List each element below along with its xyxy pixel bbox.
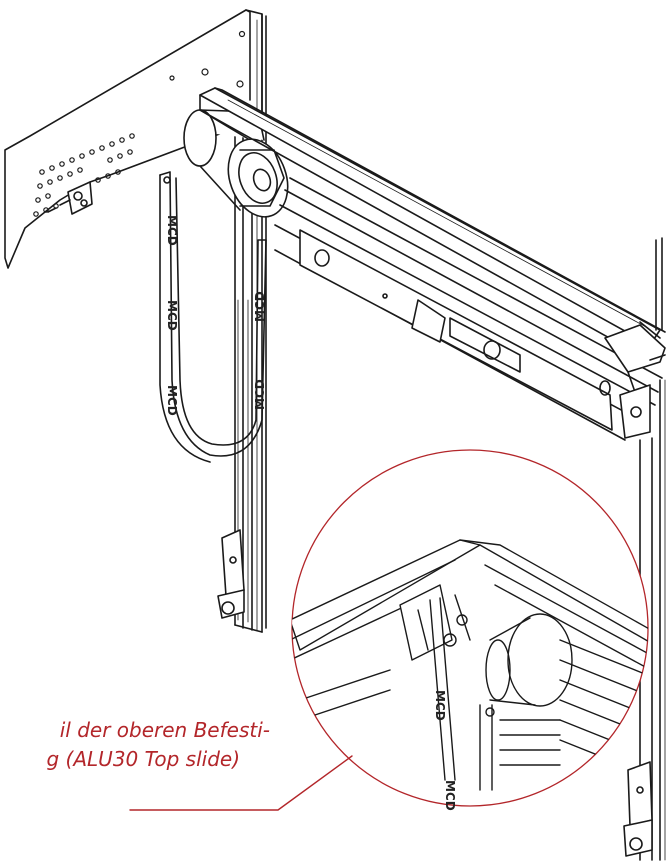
plate-hole-pattern [33, 30, 246, 217]
left-bottom-endcap [217, 529, 245, 619]
beam-slot-plate [299, 229, 613, 431]
strap-brand-label: MCD [253, 291, 267, 322]
right-end-bracket [604, 321, 666, 439]
strap-labels: MCD MCD MCD MCD MCD MCD MCD [165, 215, 457, 811]
detail-circle [291, 449, 649, 807]
strap-brand-label: MCD [433, 690, 447, 721]
leader-line [129, 755, 353, 811]
strap-brand-label: MCD [165, 215, 179, 246]
strap-brand-label: MCD [443, 780, 457, 811]
caption-line-1: il der oberen Befesti- [59, 718, 270, 742]
strap-loop [159, 171, 267, 463]
wall-mounting-plate [4, 9, 263, 269]
strap-brand-label: MCD [165, 300, 179, 331]
roller-drum [183, 109, 289, 218]
strap-brand-label: MCD [165, 385, 179, 416]
detail-caption: il der oberen Befesti- g (ALU30 Top slid… [0, 716, 300, 774]
strap-brand-label: MCD [253, 379, 267, 410]
caption-line-2: g (ALU30 Top slide) [46, 747, 241, 771]
plate-bracket [47, 181, 93, 215]
right-bottom-endcap [623, 761, 653, 857]
